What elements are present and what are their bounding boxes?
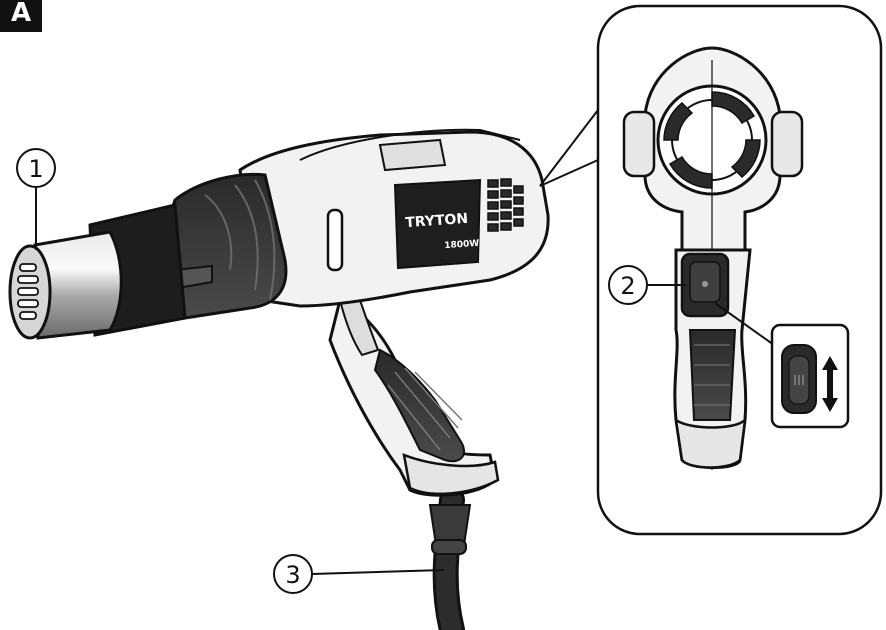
zoom-pointer <box>539 109 599 187</box>
detail-inset: 2 <box>596 4 883 536</box>
rear-view <box>622 46 804 470</box>
callout-3: 3 <box>273 554 445 594</box>
switch-detail <box>770 323 850 429</box>
nozzle <box>8 203 187 340</box>
brand-label: TRYTON <box>405 211 469 231</box>
power-label: 1800W <box>444 239 480 251</box>
callout-1: 1 <box>16 148 56 250</box>
callout-2-number: 2 <box>620 272 635 300</box>
power-cord <box>428 487 472 630</box>
handle <box>328 297 500 497</box>
power-switch <box>680 252 730 318</box>
switch-detail-leader <box>714 302 775 346</box>
callout-3-number: 3 <box>285 561 300 589</box>
side-vent <box>487 178 524 232</box>
callout-2: 2 <box>608 265 686 305</box>
up-down-arrow-icon <box>822 356 838 412</box>
callout-1-number: 1 <box>28 155 43 183</box>
figure-label: A <box>0 0 42 32</box>
gun-body: TRYTON 1800W <box>238 128 550 308</box>
